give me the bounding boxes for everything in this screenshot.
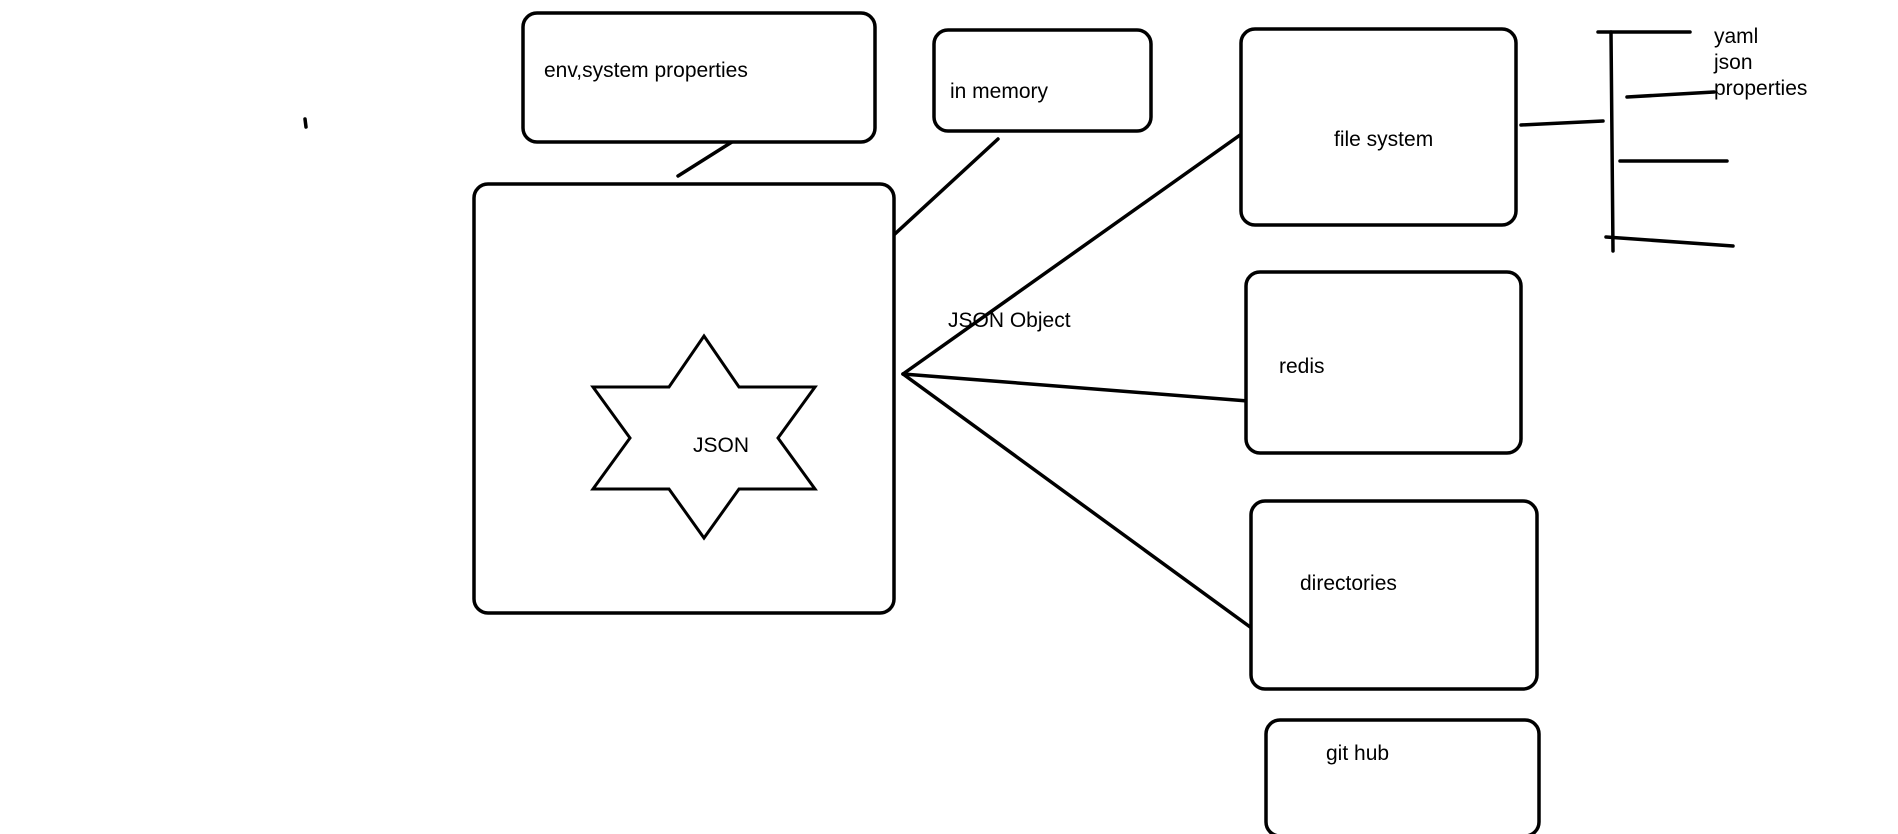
node-json-container: JSON: [472, 182, 896, 615]
memory-label: in memory: [950, 80, 1049, 103]
node-file-system: file system: [1239, 27, 1518, 227]
stray-mark: [303, 117, 308, 129]
env-box: [521, 11, 877, 144]
file-system-box: [1239, 27, 1518, 227]
format-properties: properties: [1714, 77, 1807, 100]
edge-label-json-object: JSON Object: [948, 309, 1071, 332]
redis-box: [1244, 270, 1523, 455]
connector-json-to-directories: [901, 372, 1259, 634]
node-env-system-properties: env,system properties: [521, 11, 877, 144]
json-star-shape: [590, 333, 818, 541]
connector-json-to-redis: [901, 372, 1250, 403]
git-hub-label: git hub: [1326, 742, 1389, 765]
json-label: JSON: [693, 434, 749, 457]
file-system-label: file system: [1334, 128, 1433, 151]
git-hub-box: [1264, 718, 1541, 834]
node-redis: redis: [1244, 270, 1523, 455]
format-list: yaml json properties: [1713, 25, 1807, 100]
format-bracket: [1596, 30, 1735, 253]
format-json: json: [1713, 51, 1753, 74]
bracket-spine: [1609, 30, 1615, 253]
memory-box: [932, 28, 1153, 133]
bracket-tick-2: [1625, 90, 1716, 99]
connector-file-system-to-formats: [1519, 119, 1605, 127]
connector-json-to-file-system: [901, 126, 1252, 376]
redis-label: redis: [1279, 355, 1325, 378]
directories-box: [1249, 499, 1539, 691]
env-label: env,system properties: [544, 59, 748, 82]
directories-label: directories: [1300, 572, 1397, 595]
bracket-tick-4: [1604, 235, 1735, 248]
node-in-memory: in memory: [932, 28, 1153, 133]
node-directories: directories: [1249, 499, 1539, 691]
node-git-hub: git hub: [1264, 718, 1541, 834]
format-yaml: yaml: [1714, 25, 1758, 48]
